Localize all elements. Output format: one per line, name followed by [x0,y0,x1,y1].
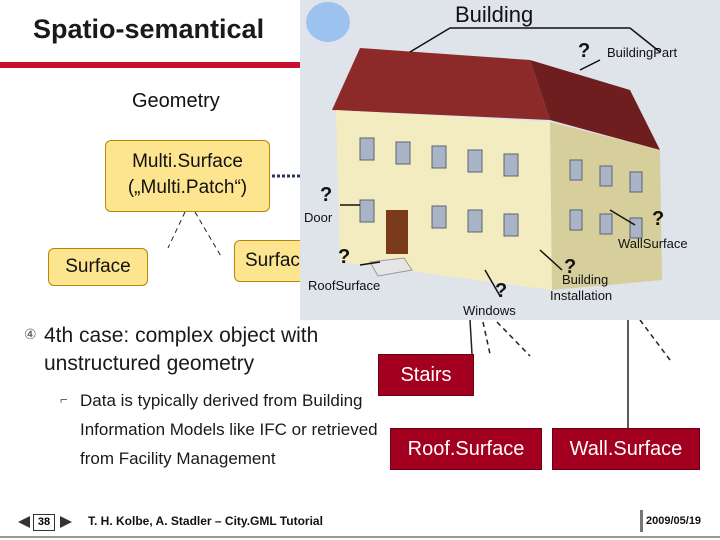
wall-surface-image-label: WallSurface [618,236,688,251]
bullet-text: 4th case: complex object with unstructur… [22,322,382,378]
question-mark-installation: ? [564,256,577,278]
bullet-lead: 4th case: [44,324,130,347]
sub-bullet-icon: ⌐ [60,392,68,407]
roof-front-shape [332,48,550,120]
roof-side-shape [530,60,660,150]
connector-ms-surface-right [194,211,223,259]
connector-stairs-solid [469,319,473,355]
door-label: Door [304,210,333,225]
building-part-label: BuildingPart [607,45,678,60]
slide-title: Spatio-semantical [33,14,265,44]
multisurface-box: Multi.Surface („Multi.Patch“) [105,140,270,212]
blue-orb-shape [306,2,350,42]
footer-date: 2009/05/19 [646,515,702,527]
footer-authors: T. H. Kolbe, A. Stadler – City.GML Tutor… [88,514,323,528]
page-number: 38 [33,514,55,531]
wall-surface-box: Wall.Surface [552,428,700,470]
connector-ms-surface-left [167,211,186,249]
installation-label-line1: Building [562,272,609,287]
building-illustration: Building ? BuildingPart ? Door ? WallSur… [300,0,720,320]
building-drawing [306,2,662,297]
question-mark-buildingpart: ? [578,40,591,62]
connector-wall-dashed [639,319,671,361]
multisurface-line1: Multi.Surface [132,151,243,172]
stairs-box: Stairs [378,354,474,396]
question-mark-windows: ? [495,280,508,302]
geometry-label: Geometry [132,90,220,112]
question-mark-door: ? [320,184,333,206]
connector-roof [496,321,531,357]
footer-line [0,536,720,538]
date-divider [640,510,643,532]
question-mark-roof: ? [338,246,351,268]
roof-surface-box: Roof.Surface [390,428,542,470]
multisurface-line2: („Multi.Patch“) [127,177,248,198]
roof-surface-image-label: RoofSurface [308,278,381,293]
connector-stairs [482,321,491,355]
surface-box-left: Surface [48,248,148,286]
stairs-shape [369,257,413,277]
prev-arrow-icon [18,516,30,528]
next-arrow-icon [60,516,72,528]
bullet-rest: complex object with unstructured geometr… [44,324,319,375]
bullet-arrow-icon: ④ [24,326,37,342]
windows-label: Windows [463,303,516,318]
installation-label-line2: Installation [550,288,613,303]
question-mark-wall: ? [652,208,665,230]
footer-nav [18,516,72,528]
building-label: Building [455,2,534,27]
sub-bullet-text: Data is typically derived from Building … [80,391,378,468]
door-shape [386,210,408,254]
